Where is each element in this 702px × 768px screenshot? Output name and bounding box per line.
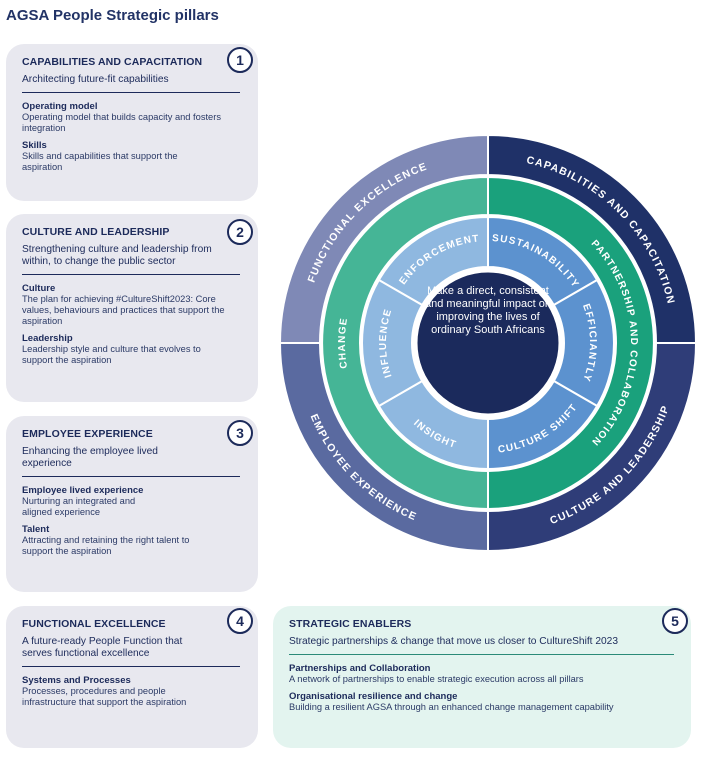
- pillar-item-text: Operating model that builds capacity and…: [22, 112, 221, 133]
- strategic-enablers-card: STRATEGIC ENABLERS Strategic partnership…: [273, 606, 691, 748]
- pillar-number-badge: 3: [227, 420, 253, 446]
- pillar-item-title: Organisational resilience and change: [289, 691, 458, 702]
- pillar-card-functional-excellence: FUNCTIONAL EXCELLENCE A future-ready Peo…: [6, 606, 258, 748]
- pillar-heading: FUNCTIONAL EXCELLENCE: [22, 618, 166, 630]
- middle-sector-partnership: [487, 175, 655, 511]
- pillar-lead: Strategic partnerships & change that mov…: [289, 636, 674, 655]
- pillar-item-text: Processes, procedures and people infrast…: [22, 686, 187, 707]
- pillar-card-capabilities: CAPABILITIES AND CAPACITATION Architecti…: [6, 44, 258, 201]
- pillar-item-title: Employee lived experience: [22, 485, 144, 496]
- pillar-heading: CULTURE AND LEADERSHIP: [22, 226, 170, 238]
- pillar-number-badge: 1: [227, 47, 253, 73]
- pillar-card-employee-experience: EMPLOYEE EXPERIENCE Enhancing the employ…: [6, 416, 258, 592]
- pillar-item-text: Skills and capabilities that support the…: [22, 151, 178, 172]
- pillar-item-title: Leadership: [22, 333, 73, 344]
- pillar-item-title: Culture: [22, 283, 56, 294]
- wheel-center-disc: [414, 269, 562, 417]
- outer-sector-employee-experience: [278, 342, 489, 553]
- pillar-lead: A future-ready People Function that serv…: [22, 636, 240, 667]
- pillar-number-badge: 5: [662, 608, 688, 634]
- pillar-number-badge: 2: [227, 219, 253, 245]
- pillar-item-title: Operating model: [22, 101, 98, 112]
- pillar-lead: Strengthening culture and leadership fro…: [22, 244, 240, 275]
- page-title: AGSA People Strategic pillars: [6, 7, 219, 24]
- pillar-item-title: Partnerships and Collaboration: [289, 663, 431, 674]
- pillar-item-text: Nurturing an integrated and aligned expe…: [22, 496, 136, 517]
- pillar-item-text: Attracting and retaining the right talen…: [22, 535, 190, 556]
- pillar-item-text: Building a resilient AGSA through an enh…: [289, 702, 614, 712]
- pillar-item-title: Systems and Processes: [22, 675, 131, 686]
- pillar-lead: Enhancing the employee lived experience: [22, 446, 240, 477]
- pillar-item-title: Talent: [22, 524, 50, 535]
- pillar-lead: Architecting future-fit capabilities: [22, 74, 240, 93]
- wheel-center-text: Make a direct, consistent and meaningful…: [425, 285, 551, 336]
- pillar-heading: CAPABILITIES AND CAPACITATION: [22, 56, 203, 68]
- pillar-number-badge: 4: [227, 608, 253, 634]
- pillar-card-culture: CULTURE AND LEADERSHIP Strengthening cul…: [6, 214, 258, 402]
- inner-label-influence: INFLUENCE: [378, 307, 395, 379]
- pillar-item-text: Leadership style and culture that evolve…: [22, 344, 201, 365]
- middle-sector-change: [321, 175, 489, 511]
- wheel-center-text-box: Make a direct, consistent and meaningful…: [425, 285, 551, 336]
- pillar-heading: EMPLOYEE EXPERIENCE: [22, 428, 153, 440]
- pillar-item-title: Skills: [22, 140, 47, 151]
- pillar-heading: STRATEGIC ENABLERS: [289, 618, 412, 630]
- inner-sector-influence: [361, 278, 424, 408]
- pillar-item-text: A network of partnerships to enable stra…: [289, 674, 584, 684]
- pillar-item-text: The plan for achieving #CultureShift2023…: [22, 294, 225, 326]
